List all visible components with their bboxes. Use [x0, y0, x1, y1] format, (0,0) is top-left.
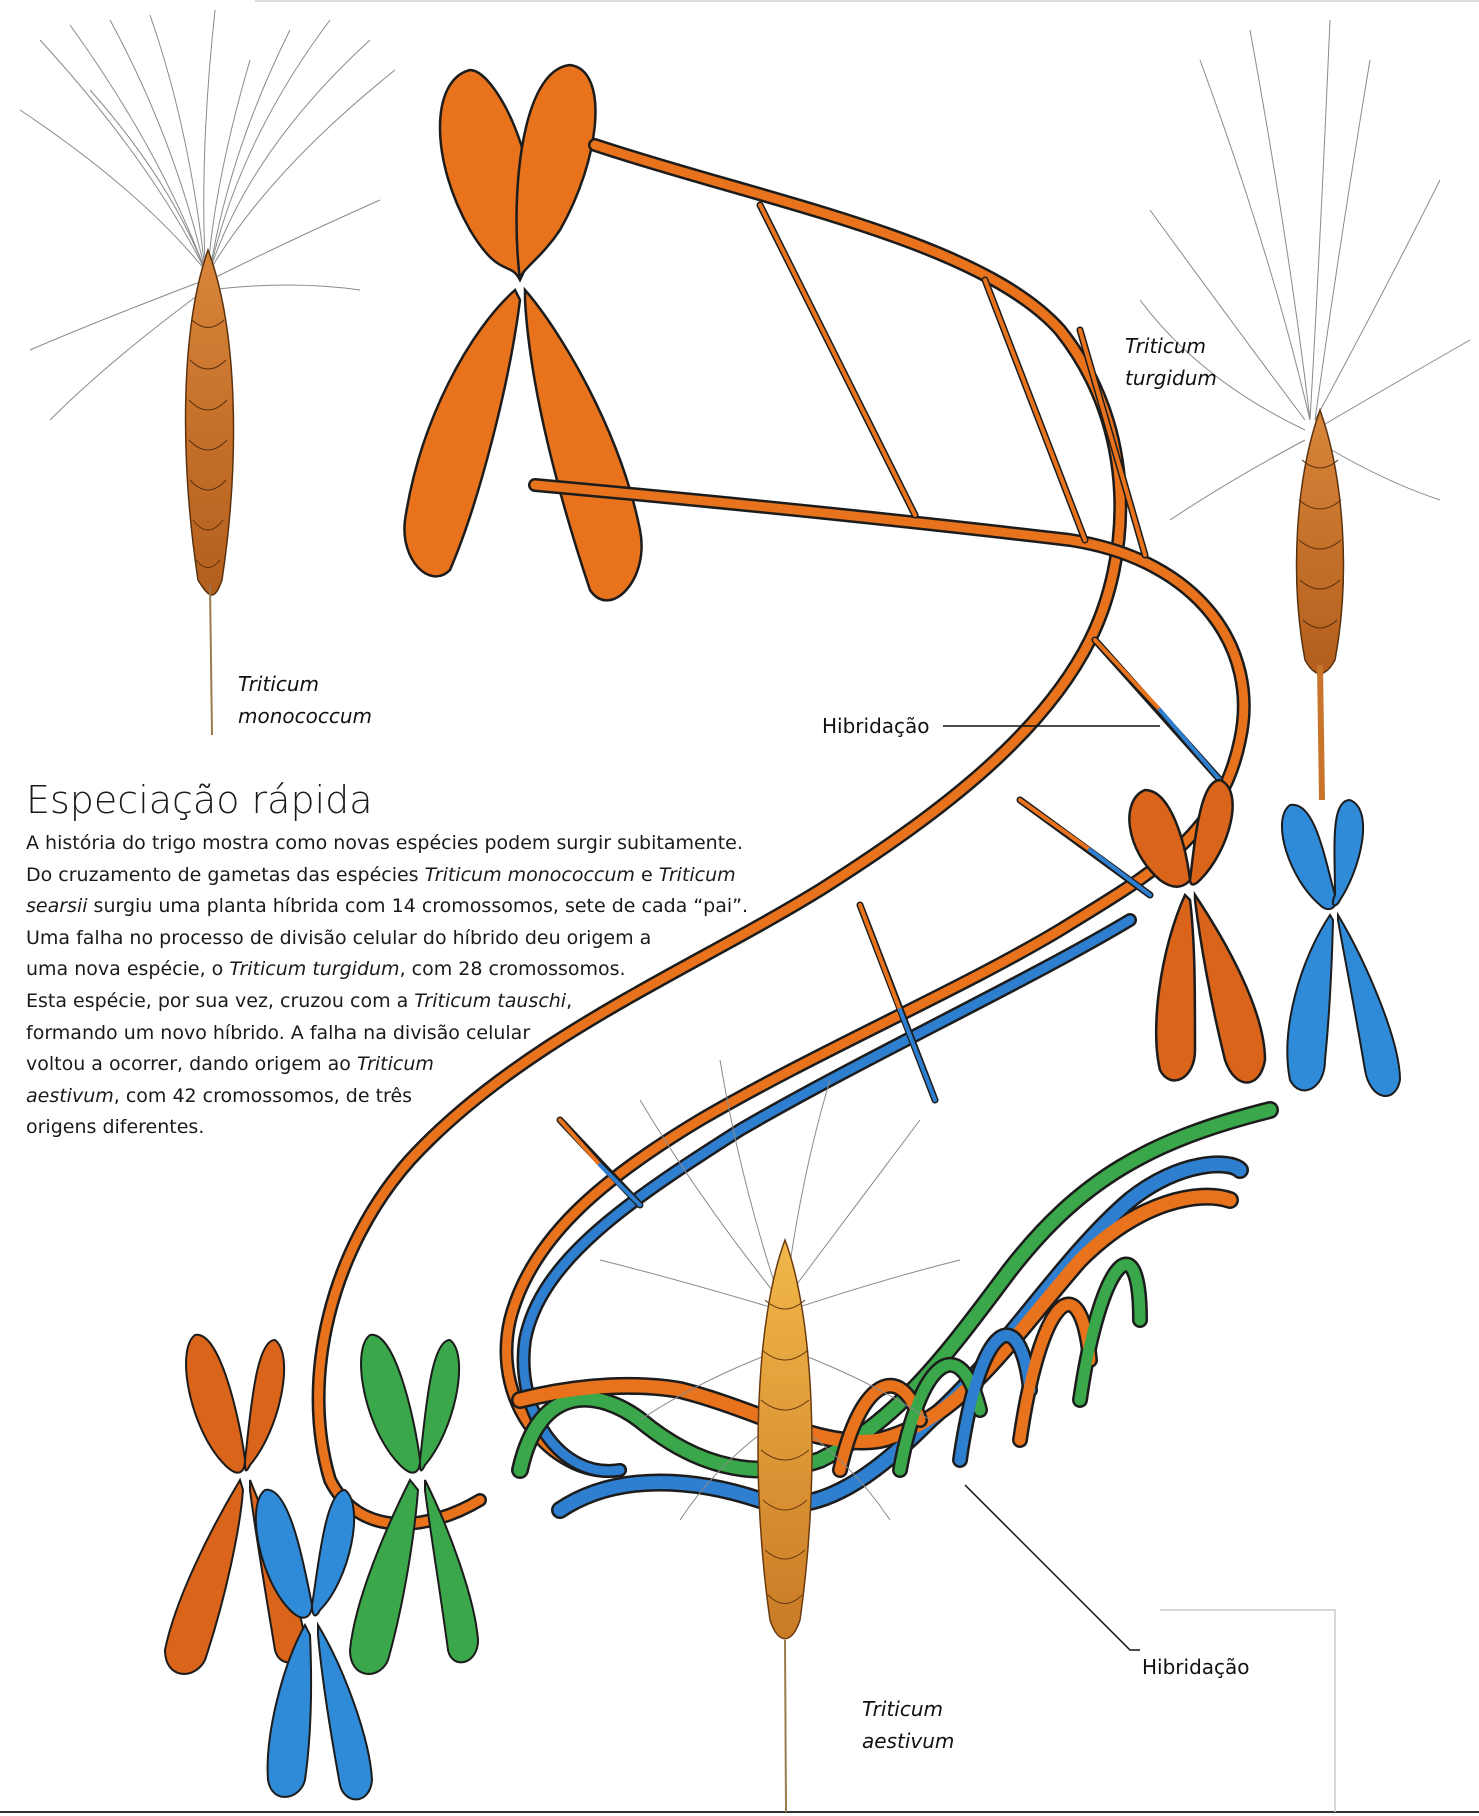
label-turgidum-line1: Triticum	[1125, 330, 1217, 362]
body-text-run: searsii	[26, 895, 88, 917]
body-text-run: Triticum monococcum	[425, 864, 635, 886]
body-line: aestivum, com 42 cromossomos, de três	[26, 1081, 806, 1113]
body-text-run: aestivum	[26, 1085, 114, 1107]
body-text-run: voltou a ocorrer, dando origem ao	[26, 1053, 357, 1075]
body-text-run: Triticum	[659, 864, 736, 886]
body-text-run: origens diferentes.	[26, 1116, 204, 1138]
label-hybridization-bottom: Hibridação	[1142, 1651, 1250, 1683]
body-text-run: formando um novo híbrido. A falha na div…	[26, 1022, 530, 1044]
label-aestivum: Triticum aestivum	[862, 1693, 954, 1757]
label-aestivum-line2: aestivum	[862, 1725, 954, 1757]
hybrid-bottom-leader	[965, 1485, 1140, 1650]
wheat-monococcum-icon	[20, 10, 395, 735]
section-body: A história do trigo mostra como novas es…	[26, 828, 806, 1144]
label-turgidum-line2: turgidum	[1125, 362, 1217, 394]
body-text-run: , com 42 cromossomos, de três	[114, 1085, 412, 1107]
body-line: origens diferentes.	[26, 1112, 806, 1144]
body-text-run: Do cruzamento de gametas das espécies	[26, 864, 425, 886]
body-line: searsii surgiu uma planta híbrida com 14…	[26, 891, 806, 923]
body-text-run: Triticum turgidum	[229, 958, 399, 980]
body-text-run: Triticum tauschi	[414, 990, 566, 1012]
chromosome-right-orange	[1129, 780, 1265, 1083]
body-line: Esta espécie, por sua vez, cruzou com a …	[26, 986, 806, 1018]
body-text-run: e	[635, 864, 659, 886]
body-line: A história do trigo mostra como novas es…	[26, 828, 806, 860]
label-hybridization-top: Hibridação	[822, 710, 930, 742]
body-text-run: Triticum	[357, 1053, 434, 1075]
body-line: Uma falha no processo de divisão celular…	[26, 923, 806, 955]
body-line: Do cruzamento de gametas das espécies Tr…	[26, 860, 806, 892]
body-text-run: ,	[566, 990, 572, 1012]
body-line: formando um novo híbrido. A falha na div…	[26, 1018, 806, 1050]
body-text-run: , com 28 cromossomos.	[400, 958, 626, 980]
body-text-run: uma nova espécie, o	[26, 958, 229, 980]
body-line: voltou a ocorrer, dando origem ao Tritic…	[26, 1049, 806, 1081]
chromosome-right-blue	[1282, 800, 1400, 1096]
section-title: Especiação rápida	[26, 778, 373, 822]
body-text-run: Esta espécie, por sua vez, cruzou com a	[26, 990, 414, 1012]
label-monococcum-line2: monococcum	[238, 700, 372, 732]
label-turgidum: Triticum turgidum	[1125, 330, 1217, 394]
wheat-turgidum-icon	[1140, 20, 1470, 800]
body-text-run: Uma falha no processo de divisão celular…	[26, 927, 651, 949]
body-text-run: A história do trigo mostra como novas es…	[26, 832, 743, 854]
label-monococcum: Triticum monococcum	[238, 668, 372, 732]
body-text-run: surgiu uma planta híbrida com 14 cromoss…	[88, 895, 749, 917]
body-line: uma nova espécie, o Triticum turgidum, c…	[26, 954, 806, 986]
label-monococcum-line1: Triticum	[238, 668, 372, 700]
label-aestivum-line1: Triticum	[862, 1693, 954, 1725]
